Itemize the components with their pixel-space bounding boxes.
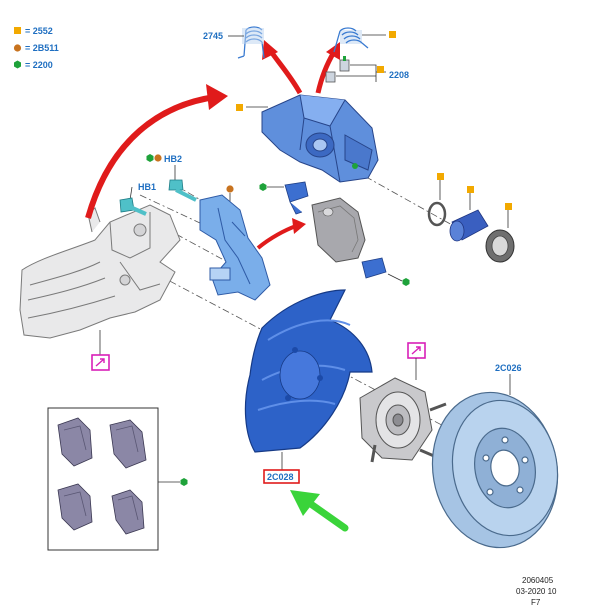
yellow-marker-icon — [389, 31, 396, 38]
label-2208: 2208 — [389, 70, 409, 80]
green-hexagon-icon-3 — [402, 278, 410, 286]
bolt-hb1-icon — [119, 197, 147, 216]
seal-ring-icon — [427, 201, 447, 227]
brown-circle-icon-2 — [226, 185, 234, 193]
bolt-hb2-icon — [168, 179, 197, 202]
green-hexagon-icon-2 — [259, 183, 267, 191]
piston-icon — [449, 209, 489, 242]
spring-right-icon — [333, 27, 369, 53]
highlight-box — [263, 469, 300, 484]
green-hexagon-icon-4 — [180, 478, 188, 486]
knuckle-outline — [19, 204, 181, 339]
pad-clip-upper-icon — [284, 181, 309, 215]
link-box-icon — [91, 354, 110, 371]
legend-green-hexagon-icon — [14, 60, 21, 69]
yellow-marker-icon-6 — [505, 203, 512, 210]
pad-kit-box — [47, 407, 159, 551]
legend-text-2: = 2B511 — [25, 43, 59, 53]
footer-date: 03-2020 10 — [516, 587, 557, 596]
label-2c026: 2C026 — [495, 363, 522, 373]
yellow-marker-icon-2 — [377, 66, 384, 73]
brake-pad — [311, 197, 366, 263]
wheel-hub — [359, 377, 447, 463]
label-hb2: HB2 — [164, 154, 182, 164]
footer-sheet: F7 — [531, 598, 541, 607]
yellow-marker-icon-4 — [437, 173, 444, 180]
link-box-icon-2 — [407, 342, 426, 359]
label-2c028: 2C028 — [267, 472, 294, 482]
green-arrow-icon — [290, 490, 349, 532]
label-2745: 2745 — [203, 31, 223, 41]
legend-text-3: = 2200 — [25, 60, 53, 70]
yellow-marker-icon-5 — [467, 186, 474, 193]
dust-shield — [244, 289, 373, 453]
legend: = 2552 = 2B511 = 2200 — [13, 26, 59, 70]
brown-circle-icon — [154, 154, 162, 162]
legend-brown-circle-icon — [13, 44, 22, 52]
legend-text-1: = 2552 — [25, 26, 53, 36]
spring-left-icon — [237, 26, 265, 59]
caliper-bracket — [199, 194, 271, 301]
red-arrows — [85, 40, 340, 250]
brake-disc — [431, 391, 559, 549]
footer-code: 2060405 — [522, 576, 554, 585]
yellow-marker-icon-3 — [236, 104, 243, 111]
dust-boot-icon — [485, 229, 515, 263]
caliper-housing — [261, 94, 379, 183]
pad-clip-lower-icon — [361, 257, 387, 279]
label-hb1: HB1 — [138, 182, 156, 192]
footer: 2060405 03-2020 10 F7 — [516, 576, 557, 607]
bleed-screw-icon — [325, 56, 350, 83]
green-hexagon-icon — [146, 154, 154, 162]
legend-yellow-square-icon — [14, 27, 21, 34]
